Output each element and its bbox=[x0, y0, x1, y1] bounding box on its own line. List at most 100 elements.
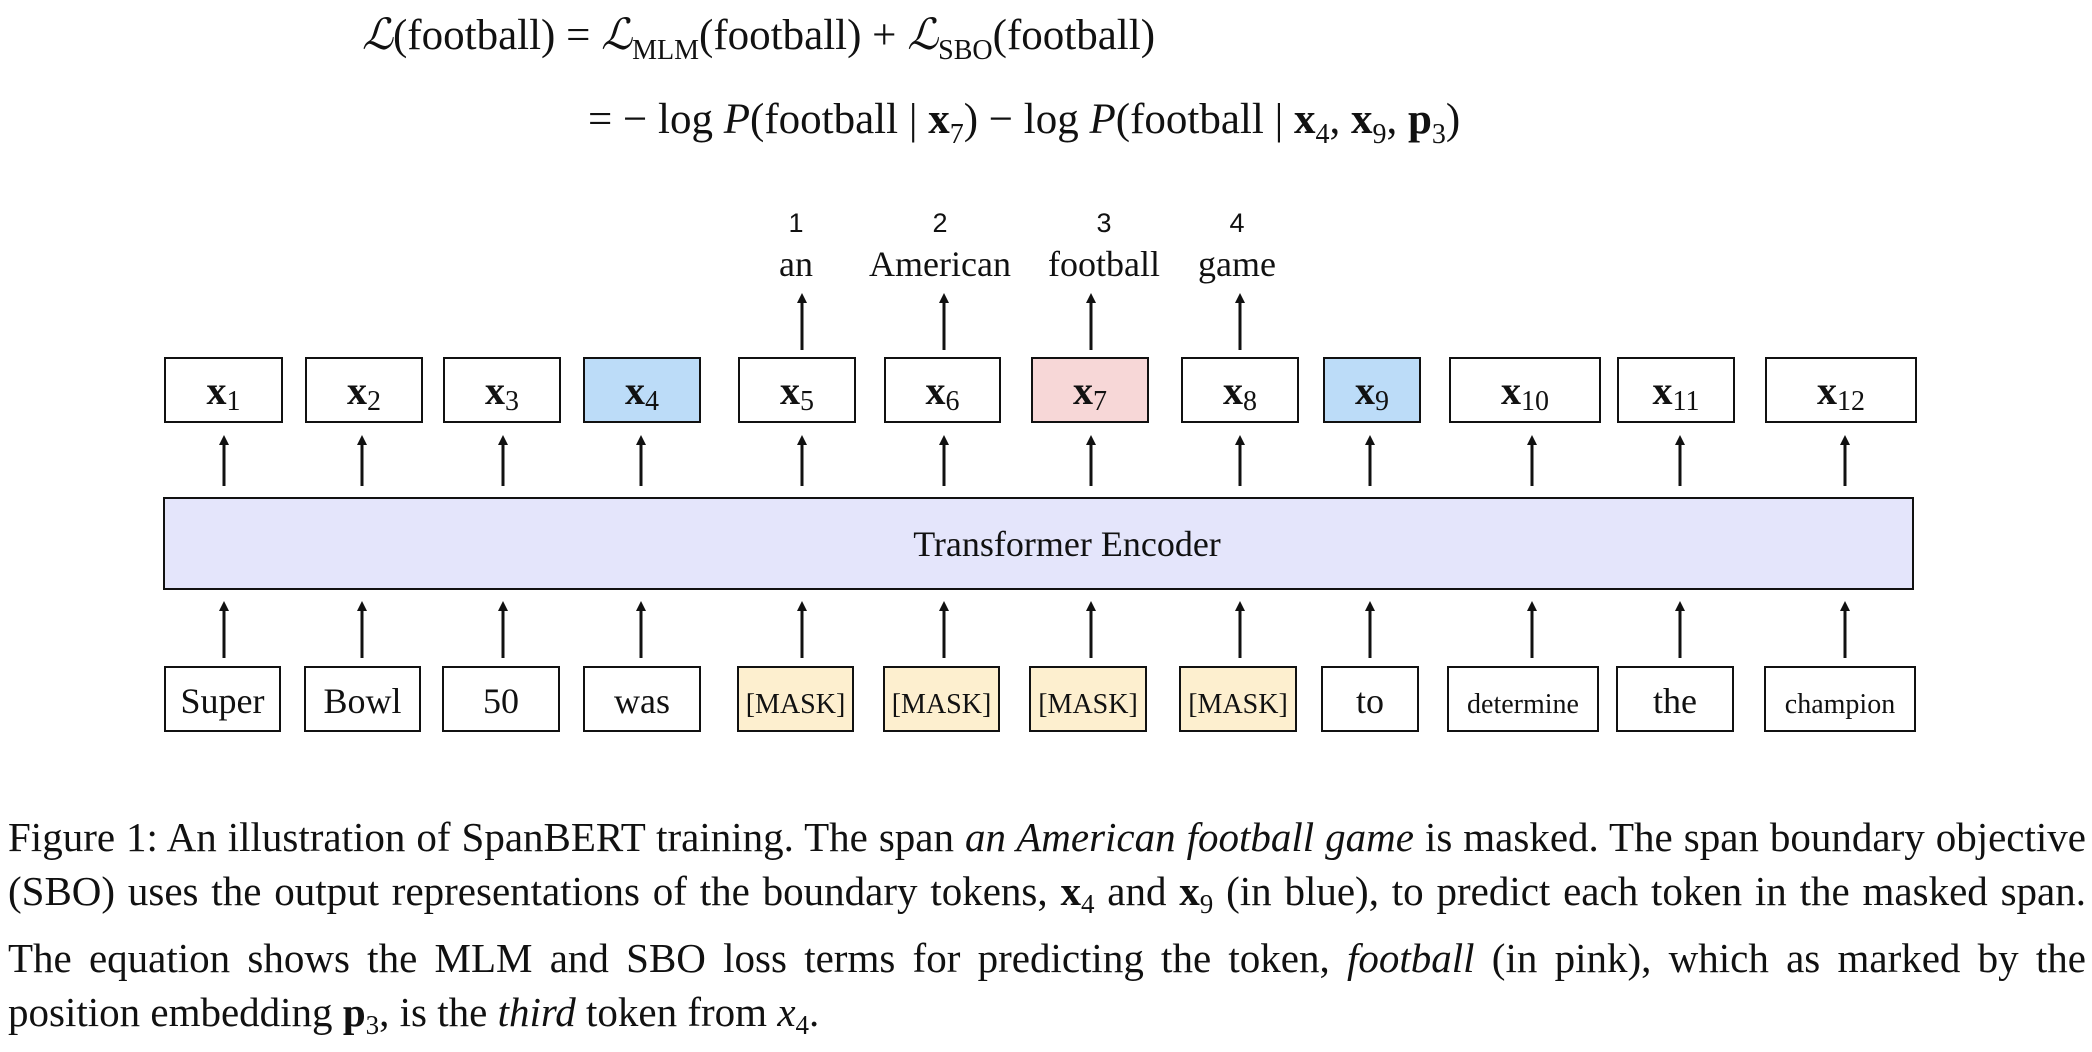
close-paren: ) bbox=[1445, 96, 1461, 143]
equals-sign: = bbox=[566, 12, 591, 59]
caption-text: and bbox=[1094, 868, 1180, 914]
input-token-label-1: Super bbox=[181, 681, 265, 721]
output-box-x11 bbox=[1617, 357, 1735, 423]
output-label-x2: x2 bbox=[347, 368, 381, 417]
caption-text: , is the bbox=[379, 989, 498, 1035]
input-token-label-8: [MASK] bbox=[1188, 689, 1288, 720]
x9-subscript: 9 bbox=[1372, 119, 1387, 150]
output-box-x8 bbox=[1181, 357, 1299, 423]
input-token-box-1 bbox=[164, 666, 281, 732]
caption-x4-subscript: 4 bbox=[1080, 889, 1095, 919]
input-token-box-3 bbox=[442, 666, 560, 732]
input-token-box-10 bbox=[1447, 666, 1599, 732]
mlm-condition-open: (football | bbox=[750, 96, 929, 143]
output-subscript: 8 bbox=[1243, 386, 1257, 417]
caption-x9-subscript: 9 bbox=[1199, 889, 1214, 919]
output-label-x11: x11 bbox=[1653, 368, 1700, 417]
output-symbol: x bbox=[1073, 368, 1093, 413]
minus-log: − log bbox=[978, 96, 1090, 143]
output-symbol: x bbox=[926, 368, 946, 413]
output-symbol: x bbox=[1355, 368, 1375, 413]
caption-emphasis: an American football game bbox=[964, 814, 1414, 860]
prediction-word-2: American bbox=[869, 244, 1011, 284]
output-box-x1 bbox=[164, 357, 283, 423]
output-subscript: 5 bbox=[800, 386, 814, 417]
close-paren: ) bbox=[963, 96, 979, 143]
output-box-x3 bbox=[443, 357, 561, 423]
output-label-x12: x12 bbox=[1817, 368, 1865, 417]
output-label-x7: x7 bbox=[1073, 368, 1107, 417]
output-label-x8: x8 bbox=[1223, 368, 1257, 417]
input-token-label-6: [MASK] bbox=[892, 689, 992, 720]
output-subscript: 11 bbox=[1673, 386, 1700, 417]
caption-text: An illustration of SpanBERT training. Th… bbox=[157, 814, 965, 860]
p3-symbol: p bbox=[1407, 96, 1432, 143]
caption-x4-italic-subscript: 4 bbox=[795, 1010, 810, 1040]
output-subscript: 4 bbox=[645, 386, 659, 417]
input-token-label-2: Bowl bbox=[323, 681, 401, 721]
output-box-x12 bbox=[1765, 357, 1917, 423]
loss-argument: (football) bbox=[392, 12, 556, 59]
output-box-x7 bbox=[1031, 357, 1149, 423]
caption-text: (in pink), which as marked by the positi… bbox=[8, 935, 2086, 1035]
prediction-index-1: 1 bbox=[788, 208, 803, 238]
input-token-box-11 bbox=[1616, 666, 1734, 732]
transformer-encoder-box bbox=[163, 497, 1914, 590]
output-box-x9 bbox=[1323, 357, 1421, 423]
output-symbol: x bbox=[1653, 368, 1673, 413]
caption-x9-symbol: x bbox=[1179, 868, 1200, 914]
transformer-encoder-label: Transformer Encoder bbox=[913, 524, 1221, 564]
output-subscript: 1 bbox=[227, 386, 241, 417]
output-symbol: x bbox=[1501, 368, 1521, 413]
input-token-box-2 bbox=[304, 666, 421, 732]
output-subscript: 9 bbox=[1375, 386, 1389, 417]
plus-sign: + bbox=[872, 12, 897, 59]
output-subscript: 7 bbox=[1093, 386, 1107, 417]
caption-text: is masked. The span boundary objective (… bbox=[8, 814, 2086, 914]
prediction-word-3: football bbox=[1048, 244, 1160, 284]
output-box-x6 bbox=[884, 357, 1001, 423]
caption-p3-subscript: 3 bbox=[365, 1010, 380, 1040]
output-symbol: x bbox=[207, 368, 227, 413]
output-subscript: 6 bbox=[946, 386, 960, 417]
neg-log: − log bbox=[623, 96, 724, 143]
sbo-subscript: SBO bbox=[938, 35, 993, 66]
output-symbol: x bbox=[485, 368, 505, 413]
loss-equation-line-2: = − log P(football | x7) − log P(footbal… bbox=[588, 95, 1460, 151]
x4-subscript: 4 bbox=[1315, 119, 1330, 150]
caption-x4-symbol: x bbox=[1060, 868, 1081, 914]
input-token-box-9 bbox=[1321, 666, 1419, 732]
x4-symbol: x bbox=[1293, 96, 1316, 143]
input-token-label-9: to bbox=[1356, 681, 1384, 721]
caption-text: token from bbox=[575, 989, 778, 1035]
loss-symbol: ℒ bbox=[362, 10, 393, 60]
output-subscript: 2 bbox=[367, 386, 381, 417]
x7-subscript: 7 bbox=[949, 119, 964, 150]
comma: , bbox=[1329, 96, 1351, 143]
output-label-x6: x6 bbox=[926, 368, 960, 417]
probability-symbol: P bbox=[723, 96, 750, 143]
output-box-x10 bbox=[1449, 357, 1601, 423]
prediction-index-2: 2 bbox=[932, 208, 947, 238]
output-symbol: x bbox=[347, 368, 367, 413]
input-token-box-4 bbox=[583, 666, 701, 732]
caption-x4-italic-symbol: x bbox=[777, 989, 796, 1035]
loss-equation-line-1: ℒ(football) = ℒMLM(football) + ℒSBO(foot… bbox=[362, 10, 1155, 67]
caption-label: Figure 1: bbox=[8, 814, 158, 860]
output-symbol: x bbox=[780, 368, 800, 413]
output-label-x10: x10 bbox=[1501, 368, 1549, 417]
mlm-argument: (football) bbox=[699, 12, 862, 59]
input-token-box-6 bbox=[883, 666, 1000, 732]
output-label-x4: x4 bbox=[625, 368, 659, 417]
output-symbol: x bbox=[1223, 368, 1243, 413]
caption-emphasis: third bbox=[497, 989, 576, 1035]
input-token-label-5: [MASK] bbox=[746, 689, 846, 720]
caption-text: (in blue), to predict each token in the … bbox=[8, 868, 2086, 981]
comma: , bbox=[1386, 96, 1408, 143]
input-token-label-10: determine bbox=[1467, 689, 1579, 720]
sbo-condition-open: (football | bbox=[1115, 96, 1294, 143]
prediction-index-4: 4 bbox=[1229, 208, 1244, 238]
output-subscript: 10 bbox=[1521, 386, 1549, 417]
output-symbol: x bbox=[1817, 368, 1837, 413]
